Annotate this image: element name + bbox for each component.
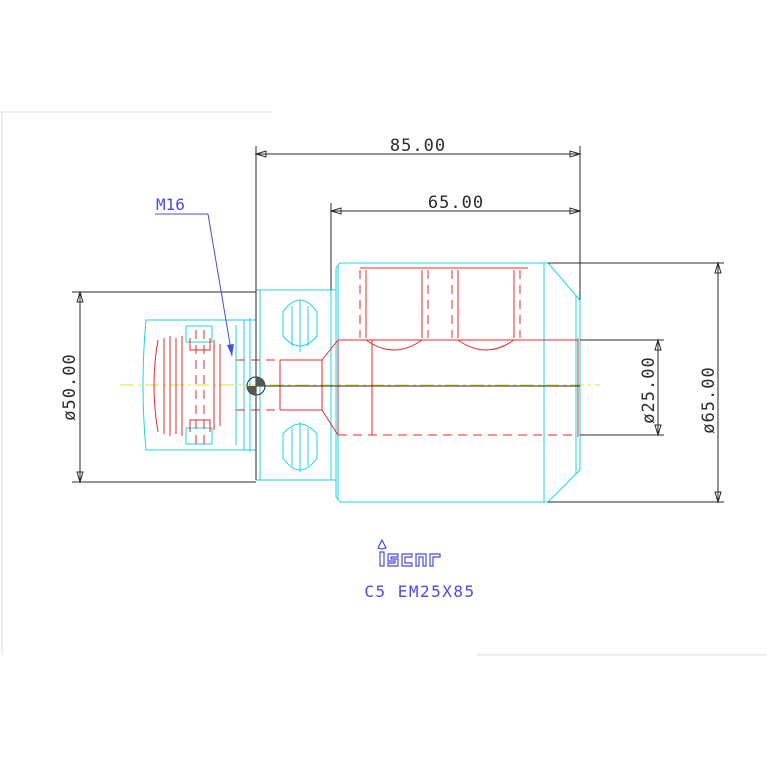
thread-callout: M16 (155, 195, 234, 357)
overall-length-label: 85.00 (390, 136, 446, 156)
brand-logo (377, 538, 441, 567)
hidden-detail (153, 267, 579, 446)
datum-circle (246, 376, 266, 396)
product-code: C5 EM25X85 (364, 582, 475, 601)
thread-callout-label: M16 (156, 195, 185, 214)
bore-diameter-label: ø25.00 (639, 356, 659, 423)
dimension-lines (72, 146, 724, 504)
sheet-border (0, 111, 767, 656)
body-diameter-label: ø65.00 (699, 366, 719, 433)
body-length-label: 65.00 (428, 193, 484, 213)
shank-diameter-label: ø50.00 (60, 353, 80, 420)
